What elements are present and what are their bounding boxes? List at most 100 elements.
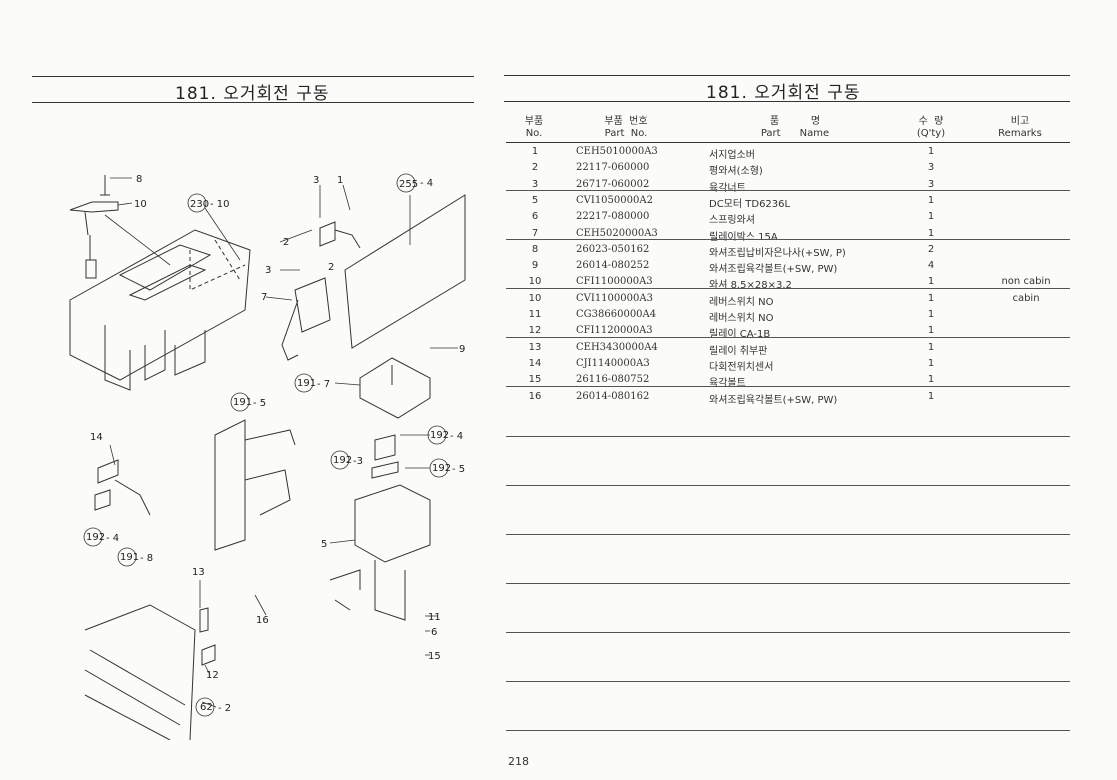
header-no: 부품 No. <box>514 116 554 140</box>
callout-3b: 3 <box>265 265 271 276</box>
part-remarks: cabin <box>1012 292 1040 304</box>
part-name: 육각볼트 <box>709 378 746 390</box>
left-title-bottom-rule <box>32 102 474 103</box>
cable-assembly-shape <box>69 175 119 279</box>
part-quantity: 3 <box>927 162 935 174</box>
callout-191b-sub: - 5 <box>253 398 266 409</box>
part-number-index: 9 <box>531 260 539 272</box>
callout-191b: 191 <box>233 397 252 408</box>
callout-11: 11 <box>428 612 441 623</box>
base-plate-legs <box>104 325 206 391</box>
header-qty: 수 량 (Q'ty) <box>906 116 956 140</box>
part-quantity: 1 <box>927 146 935 157</box>
callout-191a: 191 <box>297 378 316 389</box>
blank-row-rule <box>506 632 1070 633</box>
callout-255: 255 <box>399 179 418 190</box>
part-number: 26116-080752 <box>576 374 650 386</box>
callout-192a-sub: - 4 <box>450 431 463 442</box>
part-number: 26014-080252 <box>576 260 650 272</box>
part-name: 육각너트 <box>709 182 746 194</box>
callout-230-sub: - 10 <box>210 199 230 210</box>
callout-7: 7 <box>261 292 267 303</box>
table-row: 11 CG38660000A4 레버스위치 NO 1 <box>506 307 1070 324</box>
part-number-index: 2 <box>531 162 539 174</box>
header-part-no: 부품 번호 Part No. <box>586 116 666 140</box>
part-number: CVI1050000A2 <box>576 194 653 206</box>
callout-5: 5 <box>321 539 327 550</box>
part-number-index: 3 <box>531 178 539 190</box>
header-remarks-en: Remarks <box>998 128 1042 139</box>
part-name: 레버스위치 NO <box>709 313 774 324</box>
relay-panel-shape <box>344 194 466 349</box>
part-number-index: 6 <box>531 211 539 223</box>
callout-62: 62 <box>200 702 213 713</box>
part-quantity: 1 <box>927 357 935 369</box>
part-name: 다회전위치센서 <box>709 361 774 373</box>
part-quantity: 4 <box>927 260 935 272</box>
part-name: 릴레이 취부판 <box>709 345 768 357</box>
header-remarks-ko: 비고 <box>1010 116 1030 127</box>
part-quantity: 3 <box>927 178 935 190</box>
part-number-index: 14 <box>528 357 542 369</box>
part-quantity: 1 <box>927 276 935 288</box>
callout-192c-sub: - 5 <box>452 464 465 475</box>
callout-12: 12 <box>206 670 219 681</box>
header-remarks: 비고 Remarks <box>985 116 1055 140</box>
header-qty-ko: 수 량 <box>918 116 944 127</box>
callout-192b-sub: -3 <box>353 456 363 467</box>
callout-15: 15 <box>428 651 441 662</box>
part-name: 서지업소버 <box>709 150 755 161</box>
callout-1: 1 <box>337 175 343 186</box>
callout-8: 8 <box>136 174 142 185</box>
header-name: 품 명 Part Name <box>740 116 850 140</box>
callout-191c-sub: - 8 <box>140 553 153 564</box>
part-quantity: 1 <box>927 194 935 206</box>
part-name: 와셔조립육각볼트(+SW, PW) <box>709 394 838 406</box>
part-number: CFI1100000A3 <box>576 276 653 288</box>
callout-16: 16 <box>256 615 269 626</box>
part-number-index: 8 <box>531 243 539 255</box>
part-number: CFI1120000A3 <box>576 325 653 337</box>
callout-3a: 3 <box>313 175 319 186</box>
part-number-index: 12 <box>528 325 542 337</box>
header-no-ko: 부품 <box>524 116 544 127</box>
blank-row-rule <box>506 534 1070 535</box>
part-number-index: 10 <box>528 292 542 304</box>
header-name-en: Part Name <box>760 128 830 139</box>
part-name: DC모터 TD6236L <box>709 198 791 210</box>
part-number: 22217-080000 <box>576 211 650 223</box>
part-number-index: 15 <box>528 374 542 386</box>
blank-row-rule <box>506 681 1070 682</box>
part-quantity: 1 <box>927 390 935 402</box>
blank-row-rule <box>506 730 1070 731</box>
part-name: 와셔 8.5×28×3.2 <box>709 280 792 292</box>
callout-192d-sub: - 4 <box>106 533 119 544</box>
callout-192c: 192 <box>432 463 451 474</box>
part-quantity: 1 <box>927 227 935 239</box>
frame-shape <box>84 604 196 740</box>
part-number: 22117-060000 <box>576 162 650 174</box>
sensor-bracket-shape <box>214 419 296 551</box>
part-number: CG38660000A4 <box>576 309 657 320</box>
part-number-index: 11 <box>528 309 542 320</box>
part-number: CEH5010000A3 <box>576 146 658 157</box>
part-quantity: 1 <box>927 309 935 320</box>
relay-box-shape <box>281 277 331 361</box>
header-qty-en: (Q'ty) <box>916 128 946 139</box>
group-rule <box>506 288 1070 289</box>
part-quantity: 1 <box>927 211 935 223</box>
base-plate-dashed <box>189 239 246 291</box>
header-no-en: No. <box>525 128 543 139</box>
callout-192d: 192 <box>86 532 105 543</box>
blank-row-rule <box>506 436 1070 437</box>
part-number-index: 7 <box>531 227 539 239</box>
group-rule <box>506 239 1070 240</box>
header-name-ko: 품 명 <box>769 116 821 127</box>
